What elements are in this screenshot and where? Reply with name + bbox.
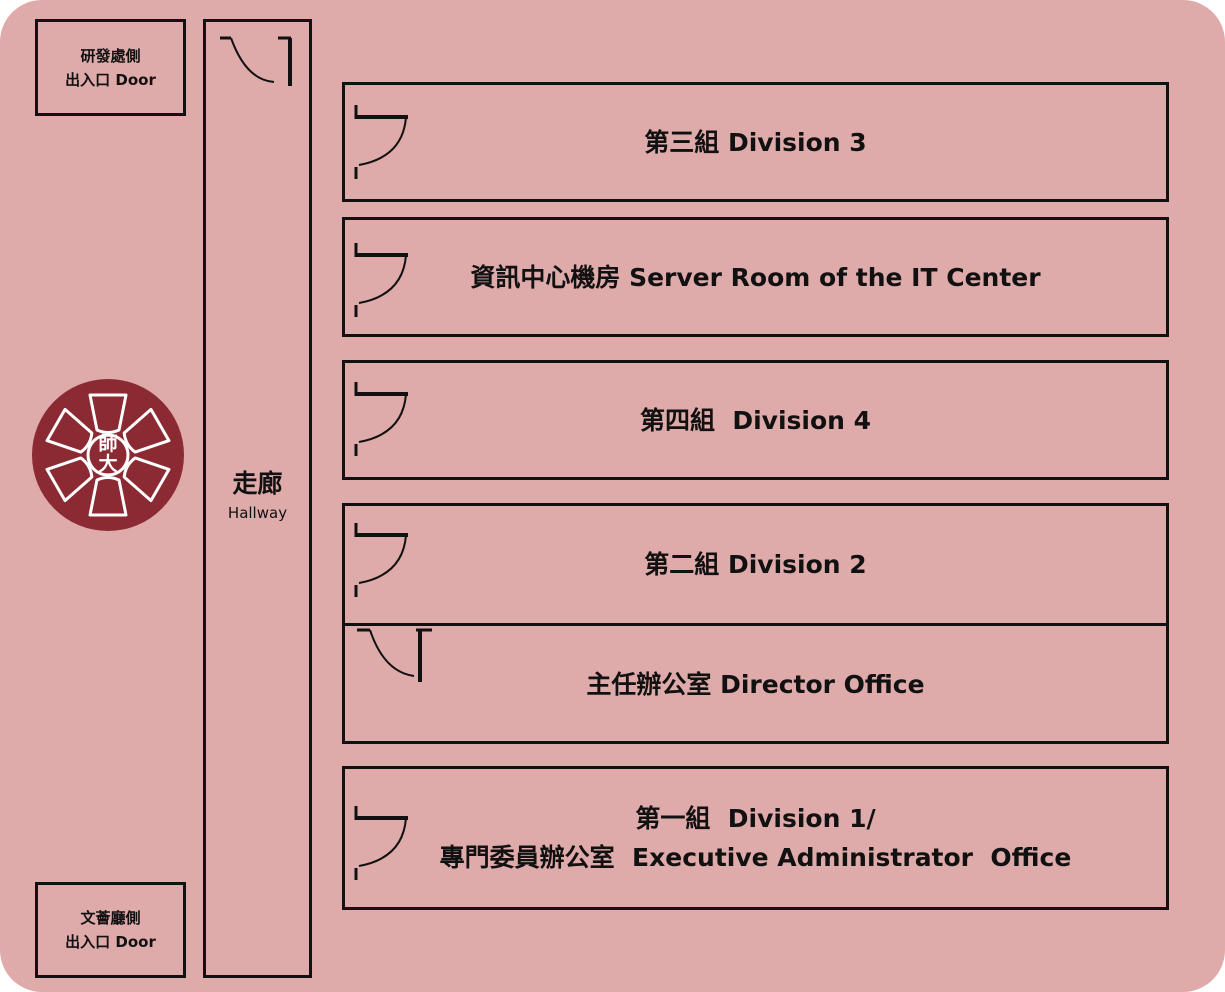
room-director-office: 主任辦公室 Director Office (342, 623, 1169, 744)
hallway-label-zh: 走廊 (232, 469, 283, 498)
door-icon (354, 105, 408, 179)
seal-char-top: 師 (98, 433, 118, 455)
room-division-3: 第三組 Division 3 (342, 82, 1169, 202)
room-label: 第二組 Division 2 (644, 550, 867, 579)
seal-char-bottom: 大 (98, 453, 118, 475)
door-icon (357, 628, 432, 682)
hallway-door-icon (220, 36, 292, 86)
door-icon (354, 806, 408, 880)
room-label: 第三組 Division 3 (644, 127, 867, 157)
room-label: 主任辦公室 Director Office (586, 670, 925, 699)
south-door-box: 文薈廳側 出入口 Door (35, 882, 186, 978)
room-label: 第四組 Division 4 (639, 405, 872, 435)
north-door-line1: 研發處側 (80, 46, 141, 65)
room-server-room: 資訊中心機房 Server Room of the IT Center (342, 217, 1169, 337)
room-division-1-executive-office: 第一組 Division 1/ 專門委員辦公室 Executive Admini… (342, 766, 1169, 910)
room-label: 第一組 Division 1/ 專門委員辦公室 Executive Admini… (439, 804, 1072, 872)
room-label: 資訊中心機房 Server Room of the IT Center (470, 262, 1041, 292)
south-door-line2: 出入口 Door (65, 933, 156, 951)
university-seal-logo (32, 379, 184, 531)
hallway (203, 19, 312, 978)
hallway-label-en: Hallway (227, 504, 288, 522)
door-icon (354, 382, 408, 456)
hallway-label: 走廊 Hallway (203, 466, 312, 524)
door-icon (354, 243, 408, 317)
door-icon (354, 523, 408, 597)
room-division-4: 第四組 Division 4 (342, 360, 1169, 480)
south-door-line1: 文薈廳側 (80, 909, 141, 927)
room-division-2: 第二組 Division 2 (342, 503, 1169, 626)
north-door-line2: 出入口 Door (65, 70, 156, 89)
north-door-box: 研發處側 出入口 Door (35, 19, 186, 116)
